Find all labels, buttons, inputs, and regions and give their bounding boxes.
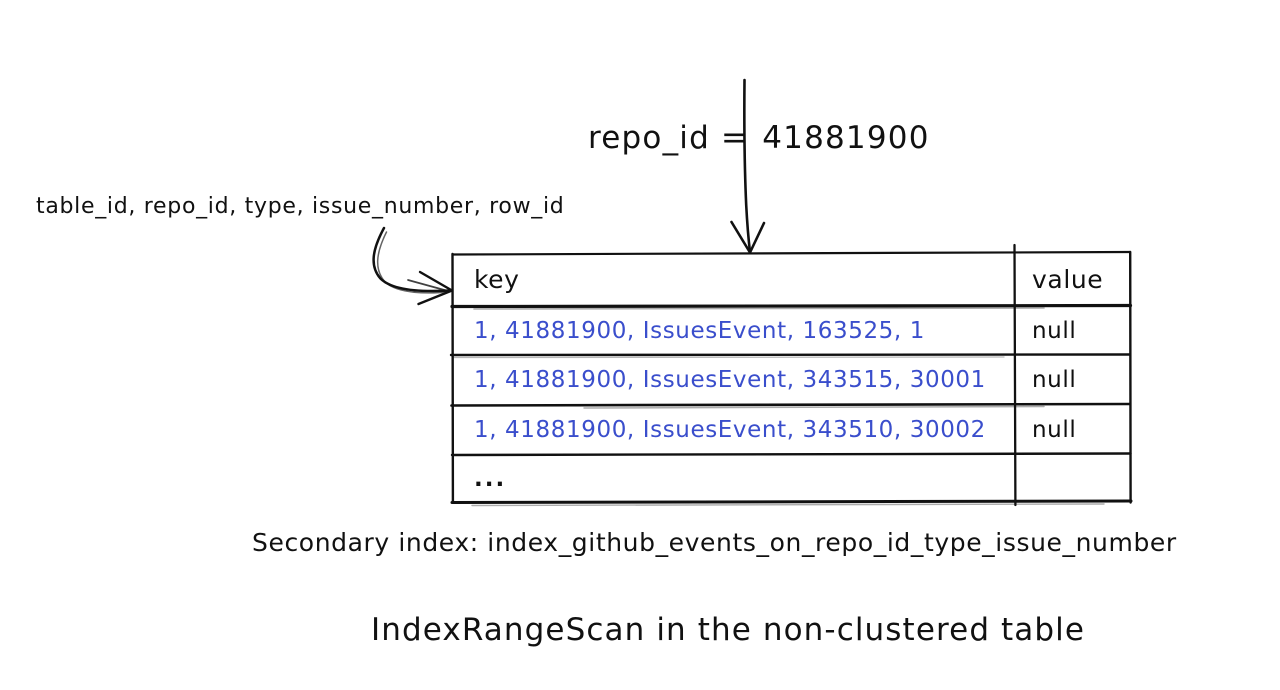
row-value	[1014, 455, 1130, 502]
table-row-ellipsis: ...	[452, 455, 1130, 502]
row-key: 1, 41881900, IssuesEvent, 343510, 30002	[474, 417, 986, 443]
filter-operator: =	[721, 120, 749, 156]
index-columns-label: table_id, repo_id, type, issue_number, r…	[36, 194, 565, 219]
row-key: ...	[474, 465, 507, 492]
secondary-index-caption: Secondary index: index_github_events_on_…	[252, 528, 1177, 557]
row-key: 1, 41881900, IssuesEvent, 343515, 30001	[474, 367, 986, 393]
filter-arrow-icon	[730, 78, 766, 254]
table-row: 1, 41881900, IssuesEvent, 163525, 1 null	[452, 306, 1130, 355]
table-row: 1, 41881900, IssuesEvent, 343510, 30002 …	[452, 405, 1130, 455]
column-header-value: value	[1032, 265, 1104, 294]
index-columns-arrow-icon	[372, 226, 454, 306]
row-key: 1, 41881900, IssuesEvent, 163525, 1	[474, 317, 925, 344]
table-row: 1, 41881900, IssuesEvent, 343515, 30001 …	[452, 355, 1130, 405]
table-header-row: key value	[452, 253, 1130, 306]
filter-annotation: repo_id = 41881900	[588, 120, 930, 156]
diagram-title: IndexRangeScan in the non-clustered tabl…	[371, 612, 1086, 648]
column-header-key: key	[474, 265, 520, 294]
filter-value: 41881900	[762, 120, 930, 156]
filter-field: repo_id	[588, 120, 710, 156]
row-value: null	[1032, 417, 1077, 443]
key-value-table: key value 1, 41881900, IssuesEvent, 1635…	[449, 243, 1133, 507]
row-value: null	[1032, 317, 1077, 344]
row-value: null	[1032, 367, 1077, 393]
